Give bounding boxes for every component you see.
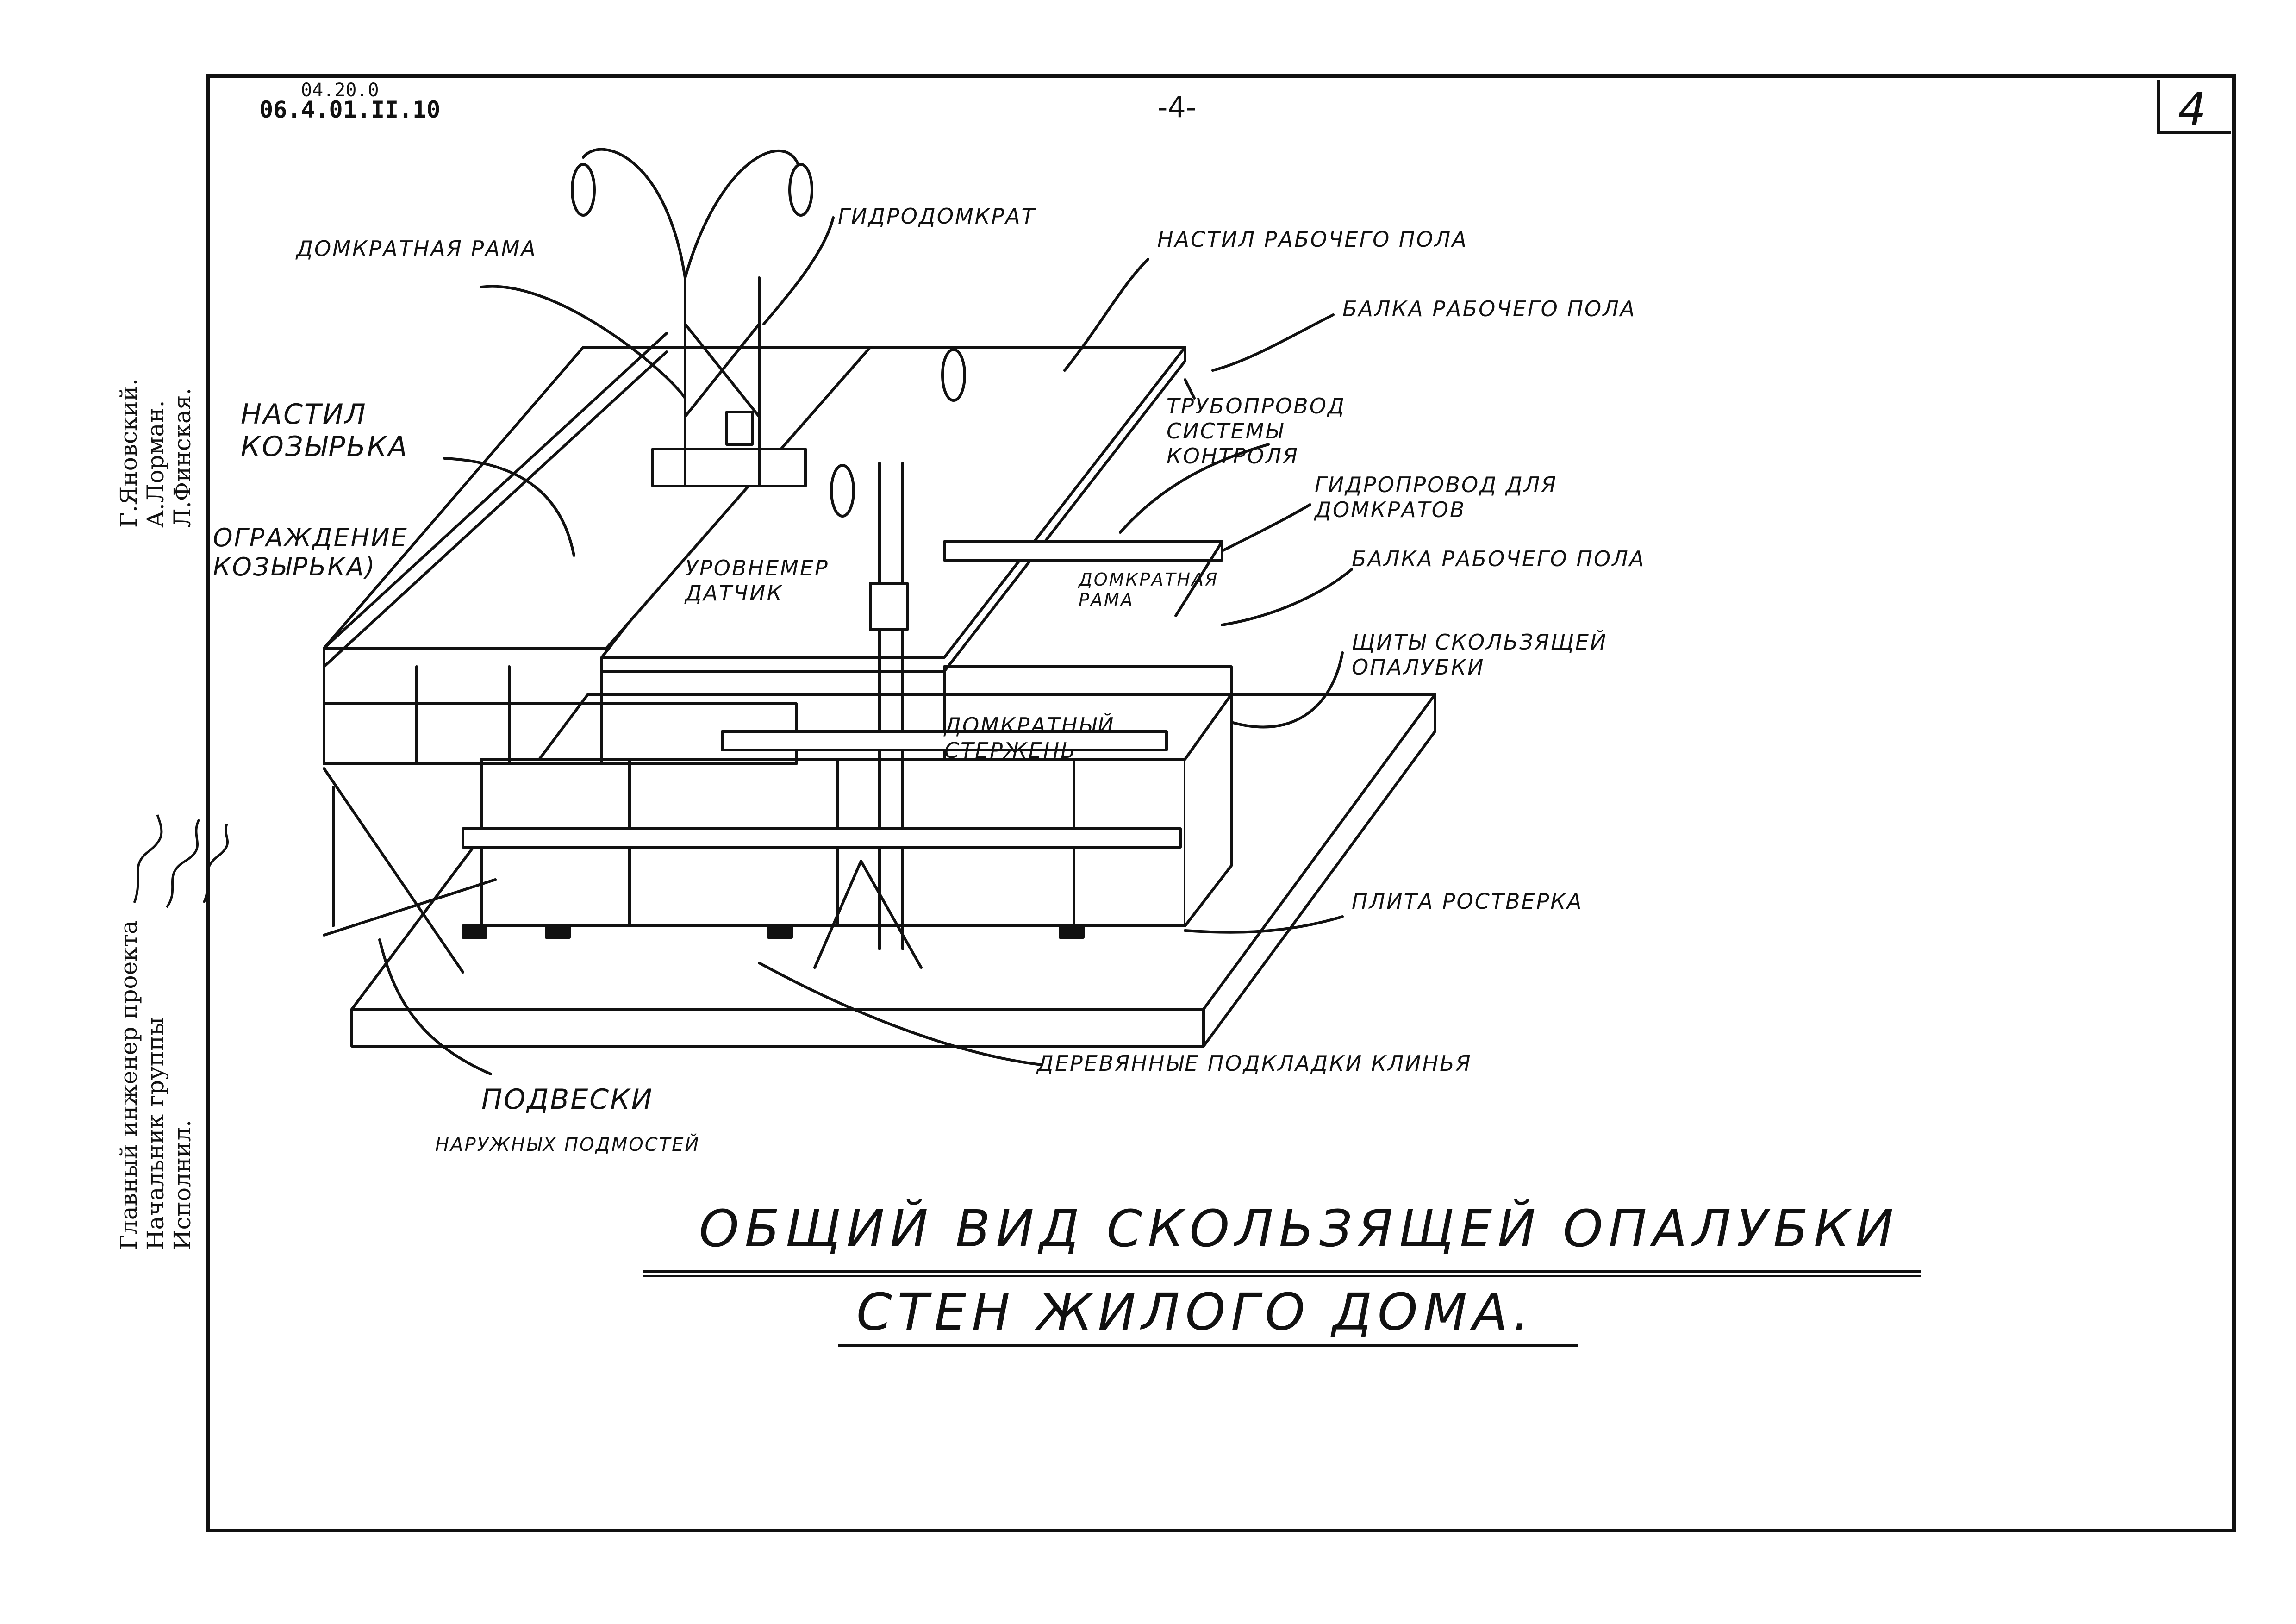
label-urovnemer: УРОВНЕМЕР ДАТЧИК [685, 556, 829, 606]
label-shchity: ЩИТЫ СКОЛЬЗЯЩЕЙ ОПАЛУБКИ [1352, 630, 1608, 680]
sheet-number-box [2157, 80, 2231, 134]
label-podkladki: ДЕРЕВЯННЫЕ ПОДКЛАДКИ КЛИНЬЯ [1037, 1051, 1472, 1076]
label-domkratny-sterzhen: ДОМКРАТНЫЙ СТЕРЖЕНЬ [944, 713, 1115, 763]
title-underline-1 [643, 1270, 1921, 1277]
label-nastil-rabochego-pola: НАСТИЛ РАБОЧЕГО ПОЛА [1157, 227, 1468, 252]
label-domkratnaya-rama: ДОМКРАТНАЯ РАМА [296, 236, 537, 261]
label-gidroprovod: ГИДРОПРОВОД ДЛЯ ДОМКРАТОВ [1315, 472, 1558, 522]
label-podveski: ПОДВЕСКИ [481, 1083, 654, 1116]
label-plita: ПЛИТА РОСТВЕРКА [1352, 889, 1583, 914]
label-nastil-kozyrka: НАСТИЛ КОЗЫРЬКА [241, 398, 409, 463]
label-ograzhdenie: ОГРАЖДЕНИЕ КОЗЫРЬКА) [213, 523, 408, 581]
label-balka-rabochego-pola: БАЛКА РАБОЧЕГО ПОЛА [1342, 296, 1636, 321]
label-truboprovod: ТРУБОПРОВОД СИСТЕМЫ КОНТРОЛЯ [1167, 394, 1346, 468]
drawing-frame [206, 74, 2236, 1532]
drawing-title-line-2: СТЕН ЖИЛОГО ДОМА. [856, 1282, 1535, 1342]
label-balka-rabochego-pola-2: БАЛКА РАБОЧЕГО ПОЛА [1352, 546, 1646, 571]
title-underline-2 [838, 1344, 1578, 1347]
label-domkratnaya-rama-2: ДОМКРАТНАЯ РАМА [1079, 569, 1219, 610]
page-number: -4- [1157, 90, 1197, 124]
sheet-number: 4 [2178, 83, 2207, 135]
project-code: 06.4.01.II.10 [259, 96, 441, 123]
label-gidrodomkrat: ГИДРОДОМКРАТ [838, 204, 1036, 229]
signatures [133, 814, 229, 908]
label-naruzhnyh: НАРУЖНЫХ ПОДМОСТЕЙ [435, 1134, 700, 1156]
archive-code: 04.20.0 [301, 80, 379, 101]
drawing-title-line-1: ОБЩИЙ ВИД СКОЛЬЗЯЩЕЙ ОПАЛУБКИ [699, 1199, 1899, 1258]
